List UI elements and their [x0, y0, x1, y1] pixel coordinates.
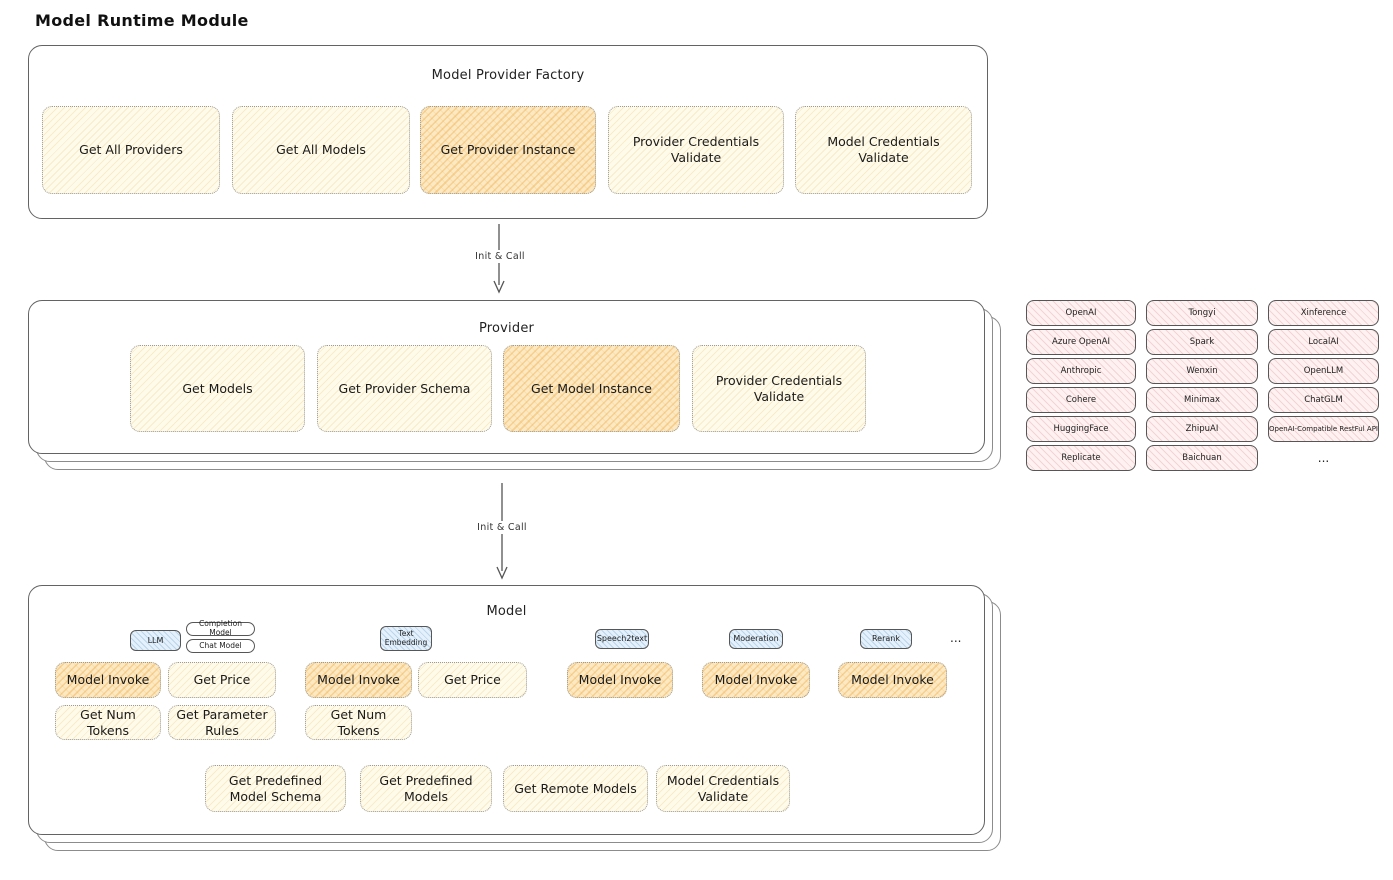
node-provider-credentials-validate: Provider Credentials Validate — [608, 106, 784, 194]
node-get-model-instance: Get Model Instance — [503, 345, 680, 432]
model-panel-title: Model — [486, 604, 527, 619]
tag-chat-model: Chat Model — [186, 639, 255, 653]
provider-chip-chatglm: ChatGLM — [1268, 387, 1379, 413]
node-model-invoke-embedding: Model Invoke — [305, 662, 412, 698]
node-model-credentials-validate: Model Credentials Validate — [795, 106, 972, 194]
tag-moderation: Moderation — [729, 629, 783, 649]
provider-chip-openai-compatible: OpenAI-Compatible RestFul API — [1268, 416, 1379, 442]
provider-chip-zhipuai: ZhipuAI — [1146, 416, 1258, 442]
node-get-predefined-models: Get Predefined Models — [360, 765, 492, 812]
provider-chip-spark: Spark — [1146, 329, 1258, 355]
node-model-invoke-moderation: Model Invoke — [702, 662, 810, 698]
provider-chip-replicate: Replicate — [1026, 445, 1136, 471]
provider-list-ellipsis: ... — [1317, 451, 1330, 465]
node-model-invoke-llm: Model Invoke — [55, 662, 161, 698]
node-get-all-models: Get All Models — [232, 106, 410, 194]
provider-chip-wenxin: Wenxin — [1146, 358, 1258, 384]
node-get-predefined-model-schema: Get Predefined Model Schema — [205, 765, 346, 812]
factory-panel-title: Model Provider Factory — [431, 68, 585, 83]
provider-chip-azure-openai: Azure OpenAI — [1026, 329, 1136, 355]
node-get-provider-instance: Get Provider Instance — [420, 106, 596, 194]
tag-rerank: Rerank — [860, 629, 912, 649]
provider-chip-baichuan: Baichuan — [1146, 445, 1258, 471]
node-get-provider-schema: Get Provider Schema — [317, 345, 492, 432]
node-get-price-llm: Get Price — [168, 662, 276, 698]
provider-chip-xinference: Xinference — [1268, 300, 1379, 326]
provider-chip-grid: OpenAI Tongyi Xinference Azure OpenAI Sp… — [1026, 300, 1379, 471]
provider-chip-openai: OpenAI — [1026, 300, 1136, 326]
provider-chip-minimax: Minimax — [1146, 387, 1258, 413]
provider-chip-huggingface: HuggingFace — [1026, 416, 1136, 442]
node-provider-credentials-validate-2: Provider Credentials Validate — [692, 345, 866, 432]
provider-chip-openllm: OpenLLM — [1268, 358, 1379, 384]
node-model-invoke-speech2text: Model Invoke — [567, 662, 673, 698]
tag-llm: LLM — [130, 630, 181, 651]
arrow-label-init-call-1: Init & Call — [468, 250, 532, 263]
node-get-price-embedding: Get Price — [418, 662, 527, 698]
node-get-parameter-rules: Get Parameter Rules — [168, 705, 276, 740]
model-tags-ellipsis: ... — [950, 631, 962, 645]
provider-chip-localai: LocalAI — [1268, 329, 1379, 355]
provider-panel-title: Provider — [478, 321, 535, 336]
node-get-num-tokens-llm: Get Num Tokens — [55, 705, 161, 740]
page-title: Model Runtime Module — [35, 11, 249, 30]
node-get-num-tokens-embedding: Get Num Tokens — [305, 705, 412, 740]
tag-completion-model: Completion Model — [186, 620, 255, 637]
arrow-label-init-call-2: Init & Call — [470, 521, 534, 534]
node-model-credentials-validate-model: Model Credentials Validate — [656, 765, 790, 812]
node-get-remote-models: Get Remote Models — [503, 765, 648, 812]
node-get-models: Get Models — [130, 345, 305, 432]
tag-speech2text: Speech2text — [595, 629, 649, 649]
tag-text-embedding: Text Embedding — [380, 626, 432, 651]
provider-chip-cohere: Cohere — [1026, 387, 1136, 413]
provider-chip-anthropic: Anthropic — [1026, 358, 1136, 384]
node-get-all-providers: Get All Providers — [42, 106, 220, 194]
provider-chip-tongyi: Tongyi — [1146, 300, 1258, 326]
node-model-invoke-rerank: Model Invoke — [838, 662, 947, 698]
